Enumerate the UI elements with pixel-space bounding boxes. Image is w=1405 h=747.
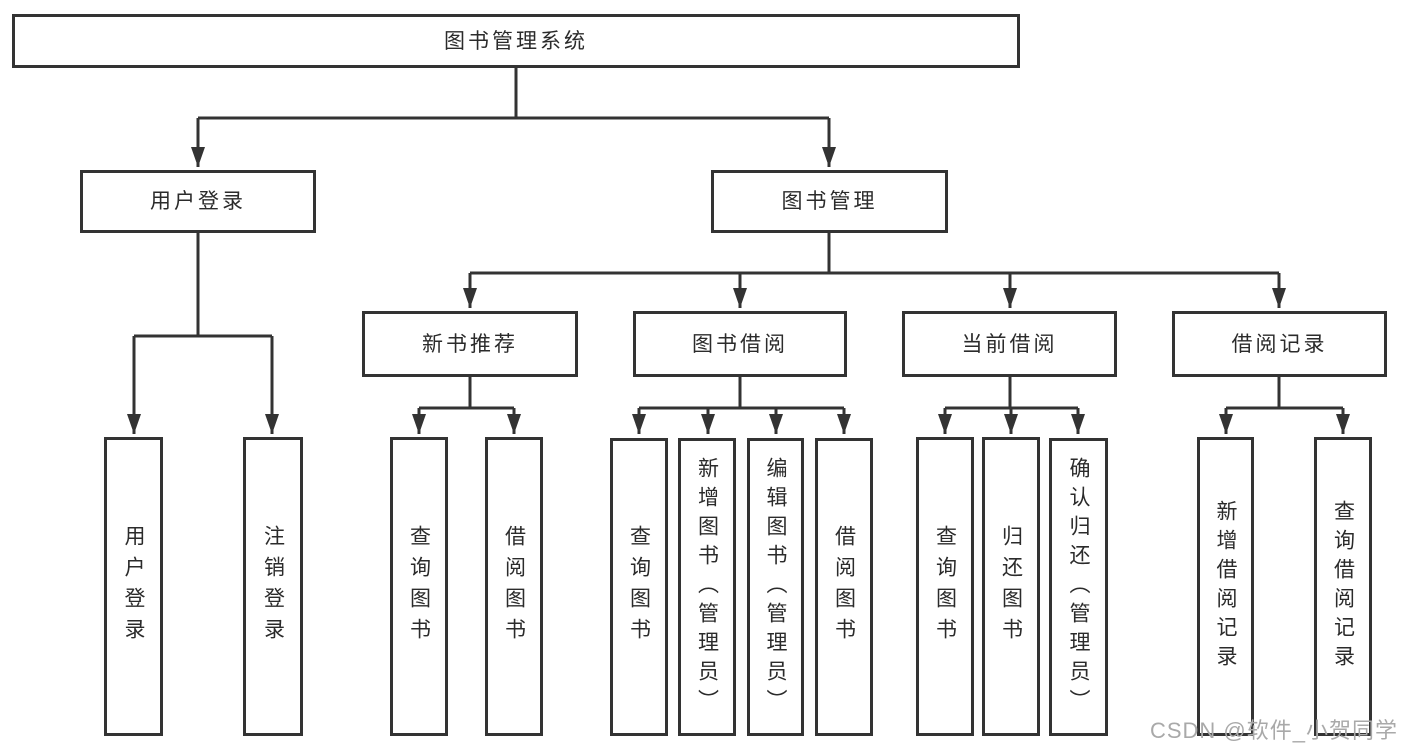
leaf-label: 编辑图书（管理员） (764, 456, 787, 718)
node-book-borrowing: 图书借阅 (633, 311, 847, 377)
leaf-label: 借阅图书 (832, 525, 856, 649)
leaf-confirm-return-admin: 确认归还（管理员） (1049, 438, 1108, 736)
leaf-query-book-2: 查询图书 (610, 438, 668, 736)
leaf-borrow-book-2: 借阅图书 (815, 438, 873, 736)
leaf-label: 查询借阅记录 (1331, 499, 1355, 674)
leaf-logout: 注销登录 (243, 437, 303, 736)
node-user-login: 用户登录 (80, 170, 316, 233)
node-label: 图书管理 (781, 190, 878, 213)
leaf-label: 用户登录 (122, 524, 145, 649)
node-label: 借阅记录 (1231, 332, 1328, 356)
node-library-management-system: 图书管理系统 (12, 14, 1020, 68)
leaf-label: 借阅图书 (502, 524, 526, 649)
leaf-edit-book-admin: 编辑图书（管理员） (747, 438, 804, 736)
leaf-query-borrow-record: 查询借阅记录 (1314, 437, 1372, 736)
leaf-add-book-admin: 新增图书（管理员） (678, 438, 736, 736)
leaf-label: 归还图书 (999, 524, 1023, 649)
node-label: 图书管理系统 (444, 29, 588, 53)
node-book-management: 图书管理 (711, 170, 948, 233)
leaf-label: 查询图书 (933, 524, 957, 649)
leaf-query-book-1: 查询图书 (390, 437, 448, 736)
csdn-watermark: CSDN @软件_小贺同学 (1149, 718, 1398, 743)
leaf-label: 新增图书（管理员） (695, 456, 719, 718)
node-label: 当前借阅 (961, 332, 1058, 356)
node-label: 用户登录 (150, 190, 246, 213)
node-current-borrowing: 当前借阅 (902, 311, 1117, 377)
node-new-book-recommendation: 新书推荐 (362, 311, 578, 377)
node-label: 图书借阅 (692, 332, 788, 356)
leaf-borrow-book-1: 借阅图书 (485, 437, 543, 736)
leaf-label: 新增借阅记录 (1214, 499, 1237, 674)
node-borrowing-record: 借阅记录 (1172, 311, 1387, 377)
leaf-query-book-3: 查询图书 (916, 437, 974, 736)
leaf-label: 查询图书 (407, 524, 431, 649)
leaf-label: 注销登录 (261, 524, 285, 649)
leaf-add-borrow-record: 新增借阅记录 (1197, 437, 1254, 736)
leaf-user-login: 用户登录 (104, 437, 163, 736)
leaf-return-book: 归还图书 (982, 437, 1040, 736)
leaf-label: 查询图书 (627, 525, 651, 649)
node-label: 新书推荐 (422, 332, 518, 356)
leaf-label: 确认归还（管理员） (1067, 456, 1090, 718)
